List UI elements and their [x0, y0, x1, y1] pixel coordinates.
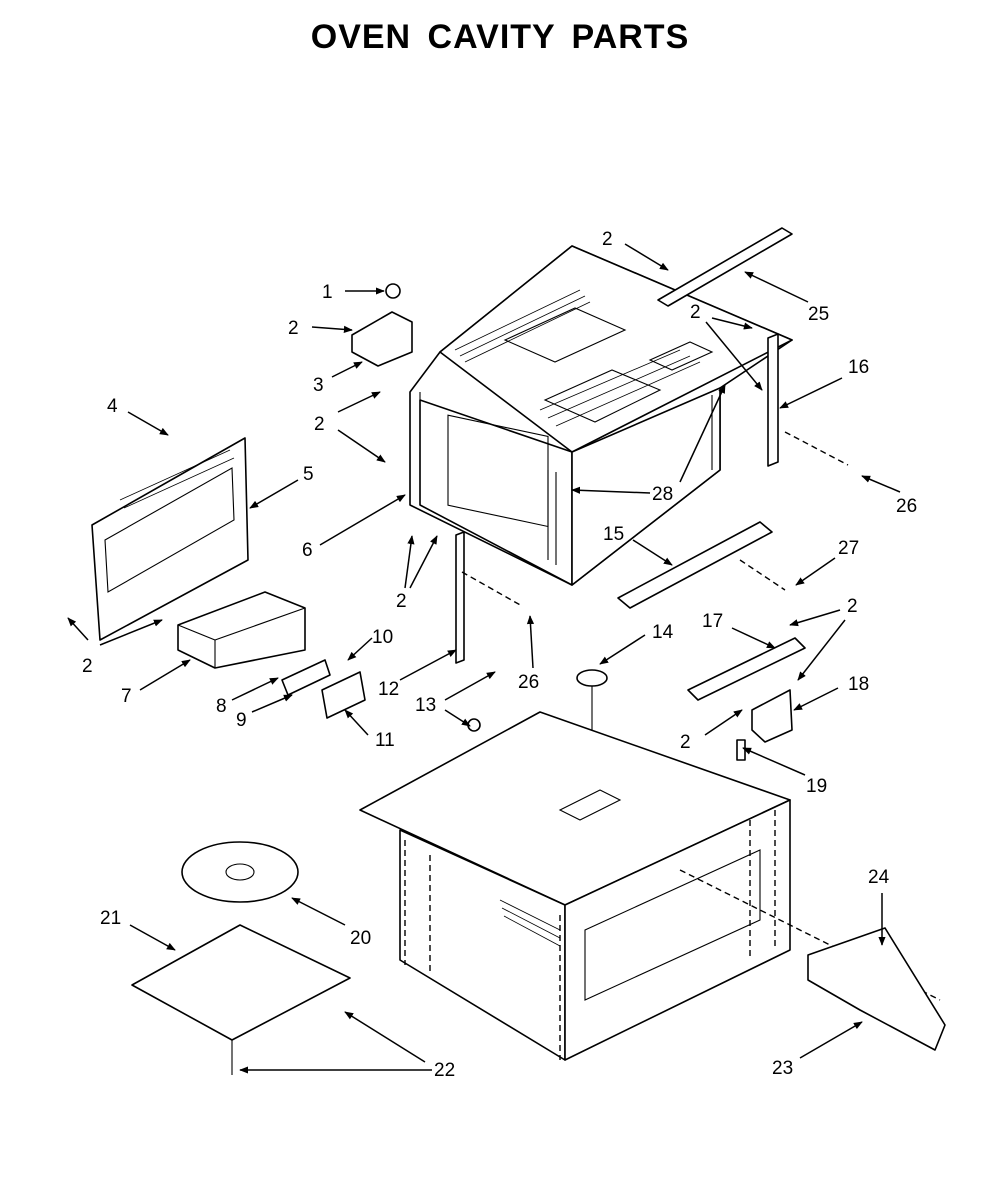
callout-2: 2: [602, 229, 613, 250]
leader-lines: [67, 243, 901, 1074]
part-16-bracket: [767, 333, 779, 467]
callout-9: 9: [236, 710, 247, 731]
callout-27: 27: [838, 538, 859, 559]
callout-17: 17: [702, 611, 723, 632]
callout-28: 28: [652, 484, 673, 505]
part-5-panel: [91, 437, 249, 641]
callout-2: 2: [82, 656, 93, 677]
callouts: 1 2 2 2 2 2 2 2 2 3 4 5 6 7 8 9 10 11 12…: [82, 229, 917, 1081]
part-11-switch: [321, 671, 366, 719]
callout-18: 18: [848, 674, 869, 695]
part-23-rail: [807, 927, 946, 1051]
callout-22: 22: [434, 1060, 455, 1081]
page-title: OVEN CAVITY PARTS: [310, 18, 690, 56]
callout-7: 7: [121, 686, 132, 707]
part-9-plate: [281, 659, 331, 696]
callout-24: 24: [868, 867, 890, 888]
callout-8: 8: [216, 696, 227, 717]
oven-base: [359, 711, 941, 1061]
callout-23: 23: [772, 1058, 793, 1079]
callout-3: 3: [313, 375, 324, 396]
oven-cavity: [409, 245, 793, 586]
callout-1: 1: [322, 282, 333, 303]
callout-2: 2: [690, 302, 701, 323]
callout-2: 2: [847, 596, 858, 617]
callout-16: 16: [848, 357, 869, 378]
part-1-plug: [385, 283, 401, 299]
part-7-box: [177, 591, 306, 669]
callout-4: 4: [107, 396, 118, 417]
callout-2: 2: [396, 591, 407, 612]
callout-15: 15: [603, 524, 624, 545]
part-25-rail: [657, 227, 793, 307]
callout-2: 2: [680, 732, 691, 753]
callout-21: 21: [100, 908, 121, 929]
callout-13: 13: [415, 695, 436, 716]
callout-6: 6: [302, 540, 313, 561]
part-18-bracket: [751, 689, 793, 743]
callout-12: 12: [378, 679, 399, 700]
part-20-turntable: [181, 841, 299, 903]
part-19-sensor: [736, 739, 746, 761]
part-21-panel: [131, 924, 351, 1041]
part-3-bracket: [351, 311, 413, 367]
part-12-bracket: [455, 531, 465, 664]
callout-26: 26: [518, 672, 539, 693]
callout-2: 2: [288, 318, 299, 339]
callout-2: 2: [314, 414, 325, 435]
callout-20: 20: [350, 928, 371, 949]
part-15-strip: [617, 521, 773, 609]
callout-19: 19: [806, 776, 827, 797]
callout-26: 26: [896, 496, 917, 517]
callout-11: 11: [375, 730, 395, 751]
callout-25: 25: [808, 304, 829, 325]
callout-14: 14: [652, 622, 674, 643]
callout-10: 10: [372, 627, 393, 648]
callout-5: 5: [303, 464, 314, 485]
part-17-rail: [687, 637, 806, 701]
